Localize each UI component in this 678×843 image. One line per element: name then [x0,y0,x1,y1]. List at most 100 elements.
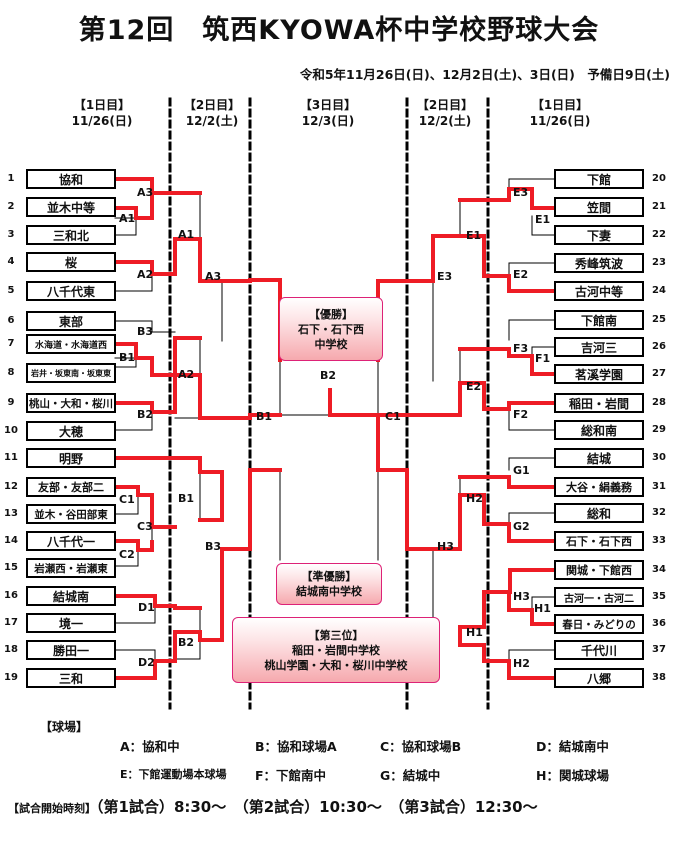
seed-number: 37 [652,644,666,655]
champion-team: 石下・石下西 [298,322,364,336]
match-label-b3: B3 [137,325,154,338]
seed-number: 36 [652,618,666,629]
seed-number: 7 [7,338,15,349]
col-header-2: 【2日目】 12/2(土) [152,97,272,129]
venue-e: E：下館運動場本球場 [120,768,227,781]
match-label-a3: A3 [137,186,154,199]
match-label-h3b: H3 [513,590,530,603]
col-header-day: 【1日目】 [531,98,589,112]
col-header-day: 【2日目】 [416,98,474,112]
match-label-b3b: B3 [205,540,222,553]
col-header-1: 【1日目】 11/26(日) [42,97,162,129]
team-box: 結城南 [26,586,116,606]
seed-number: 35 [652,591,666,602]
team-box: 岩瀬西・岩瀬東 [26,558,116,578]
team-box: 桜 [26,252,116,272]
match-label-d2: D2 [138,656,155,669]
seed-number: 22 [652,229,666,240]
seed-number: 29 [652,424,666,435]
seed-number: 25 [652,314,666,325]
match-label-h1: H1 [534,602,551,615]
col-header-3: 【3日目】 12/3(日) [268,97,388,129]
third-place-team-2: 桃山学園・大和・桜川中学校 [264,658,408,672]
champion-box: 【優勝】 石下・石下西 中学校 [279,297,383,361]
venue-a: A：協和中 [120,739,180,754]
team-box: 秀峰筑波 [554,253,644,273]
seed-number: 23 [652,257,666,268]
team-box: 岩井・坂東南・坂東東 [26,363,116,383]
seed-number: 1 [7,173,15,184]
col-header-date: 12/2(土) [185,114,239,128]
seed-number: 31 [652,481,666,492]
team-box: 古河一・古河二 [554,587,644,607]
match-label-a1b: A1 [178,228,195,241]
col-header-day: 【3日目】 [299,98,357,112]
match-label-c3: C3 [137,520,153,533]
runner-up-box: 【準優勝】 結城南中学校 [276,563,382,605]
team-box: 桃山・大和・桜川 [26,393,116,413]
team-box: 吉河三 [554,337,644,357]
seed-number: 2 [7,201,15,212]
match-label-f3: F3 [513,342,529,355]
team-box: 総和 [554,503,644,523]
match-label-b2b: B2 [178,636,195,649]
team-box: 境一 [26,613,116,633]
team-box: 笠間 [554,197,644,217]
match-label-b2-final: B2 [320,369,337,382]
seed-number: 5 [7,285,15,296]
venue-d: D：結城南中 [536,739,609,754]
team-box: 三和北 [26,225,116,245]
col-header-day: 【2日目】 [183,98,241,112]
venue-c: C：協和球場B [380,739,462,754]
start-times-text: （第1試合）8:30～ （第2試合）10:30～ （第3試合）12:30～ [96,798,538,816]
seed-number: 16 [4,590,18,601]
col-header-date: 11/26(日) [529,114,591,128]
champion-team-suffix: 中学校 [314,337,348,351]
venue-f: F：下館南中 [255,768,327,783]
seed-number: 4 [7,256,15,267]
seed-number: 30 [652,452,666,463]
venue-b: B：協和球場A [255,739,337,754]
match-label-c1: C1 [119,493,135,506]
match-label-b1b: B1 [256,410,273,423]
seed-number: 33 [652,535,666,546]
team-box: 八千代一 [26,531,116,551]
seed-number: 14 [4,535,18,546]
col-header-date: 11/26(日) [71,114,133,128]
third-place-box: 【第三位】 稲田・岩間中学校 桃山学園・大和・桜川中学校 [232,617,440,683]
tournament-title: 第12回 筑西KYOWA杯中学校野球大会 [78,15,600,46]
match-label-h2b: H2 [513,657,530,670]
match-label-a3b: A3 [205,270,222,283]
match-label-g2: G2 [513,520,530,533]
team-box: 明野 [26,448,116,468]
col-header-day: 【1日目】 [73,98,131,112]
match-label-e1: E1 [535,213,551,226]
team-box: 古河中等 [554,281,644,301]
col-header-5: 【1日目】 11/26(日) [500,97,620,129]
venue-g: G：結城中 [380,768,441,783]
seed-number: 15 [4,562,18,573]
venue-title: 【球場】 [40,720,89,734]
col-header-date: 12/3(日) [301,114,355,128]
seed-number: 32 [652,507,666,518]
match-label-c1-final: C1 [385,410,401,423]
match-label-g1: G1 [513,464,530,477]
seed-number: 6 [7,315,15,326]
team-box: 並木・谷田部東 [26,504,116,524]
team-box: 三和 [26,668,116,688]
team-box: 大谷・絹義務 [554,477,644,497]
team-box: 茗溪学園 [554,364,644,384]
team-box: 総和南 [554,420,644,440]
team-box: 下館南 [554,310,644,330]
match-label-a2b: A2 [178,368,195,381]
team-box: 水海道・水海道西 [26,334,116,354]
team-box: 下妻 [554,225,644,245]
match-label-f1: F1 [535,352,551,365]
team-box: 下館 [554,169,644,189]
seed-number: 13 [4,508,18,519]
team-box: 東部 [26,311,116,331]
start-times: 【試合開始時刻】（第1試合）8:30～ （第2試合）10:30～ （第3試合）1… [8,796,538,817]
team-box: 大穂 [26,421,116,441]
runner-up-team: 結城南中学校 [296,585,362,598]
seed-number: 12 [4,481,18,492]
